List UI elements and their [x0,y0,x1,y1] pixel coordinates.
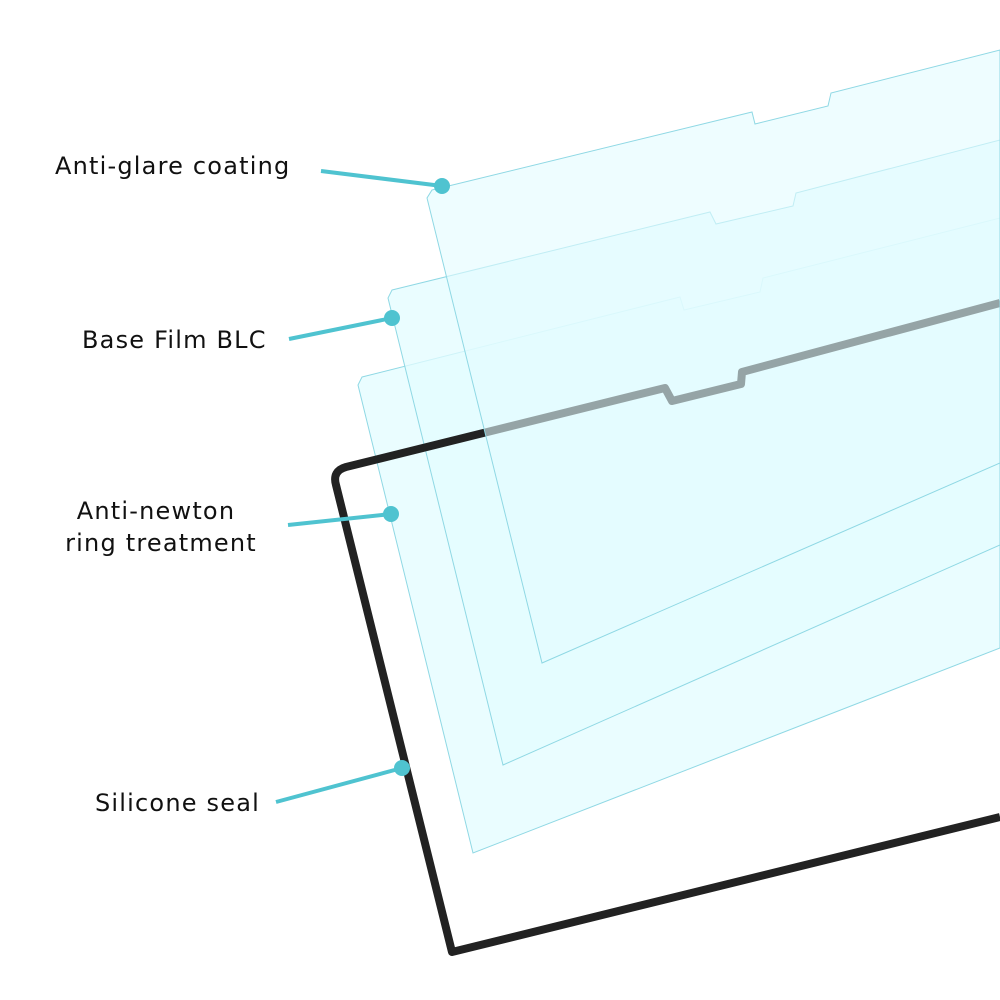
anti-newton-marker-dot [383,506,399,522]
silicone-seal-leader-line [275,766,403,804]
anti-newton-leader-line [287,512,392,527]
anti-glare-film-layer [426,49,1000,664]
base-film-marker-dot [384,310,400,326]
anti-newton-label-line2: ring treatment [65,529,257,557]
anti-glare-leader-line [320,169,443,188]
silicone-seal-label: Silicone seal [95,789,260,817]
anti-newton-label-line1: Anti-newton [77,497,235,525]
base-film-label: Base Film BLC [82,326,267,354]
base-film-leader-line [288,316,393,341]
silicone-seal-marker-dot [394,760,410,776]
anti-glare-label: Anti-glare coating [55,152,290,180]
anti-glare-marker-dot [434,178,450,194]
